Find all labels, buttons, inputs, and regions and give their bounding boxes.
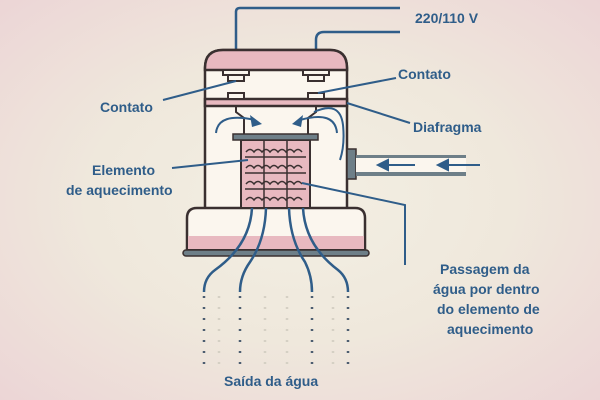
element-label-2: de aquecimento (66, 182, 173, 198)
inlet-pipe (346, 148, 480, 180)
funnel (235, 106, 317, 136)
passage-label-1: Passagem da (440, 261, 530, 277)
heating-element (232, 133, 319, 209)
heater-base (182, 206, 370, 257)
diaphragm-label: Diafragma (413, 119, 482, 135)
diaphragm (203, 97, 349, 108)
arrow-head (292, 115, 303, 127)
arrow-head (250, 115, 262, 127)
outflow-streams (202, 207, 350, 293)
leader-lines (162, 77, 411, 265)
flow-arrows (215, 107, 345, 161)
power-wires (234, 6, 400, 70)
passage-label-2: água por dentro (433, 281, 540, 297)
contacts (222, 69, 330, 100)
passage-label-3: do elemento de (437, 301, 540, 317)
element-label-1: Elemento (92, 162, 156, 178)
contact-label-left: Contato (100, 99, 153, 115)
voltage-label: 220/110 V (415, 10, 479, 26)
passage-label-4: aquecimento (447, 321, 534, 337)
outlet-label: Saída da água (224, 373, 319, 389)
inlet-arrows (375, 158, 480, 172)
contact-label-right: Contato (398, 66, 451, 82)
water-drops (202, 296, 350, 368)
